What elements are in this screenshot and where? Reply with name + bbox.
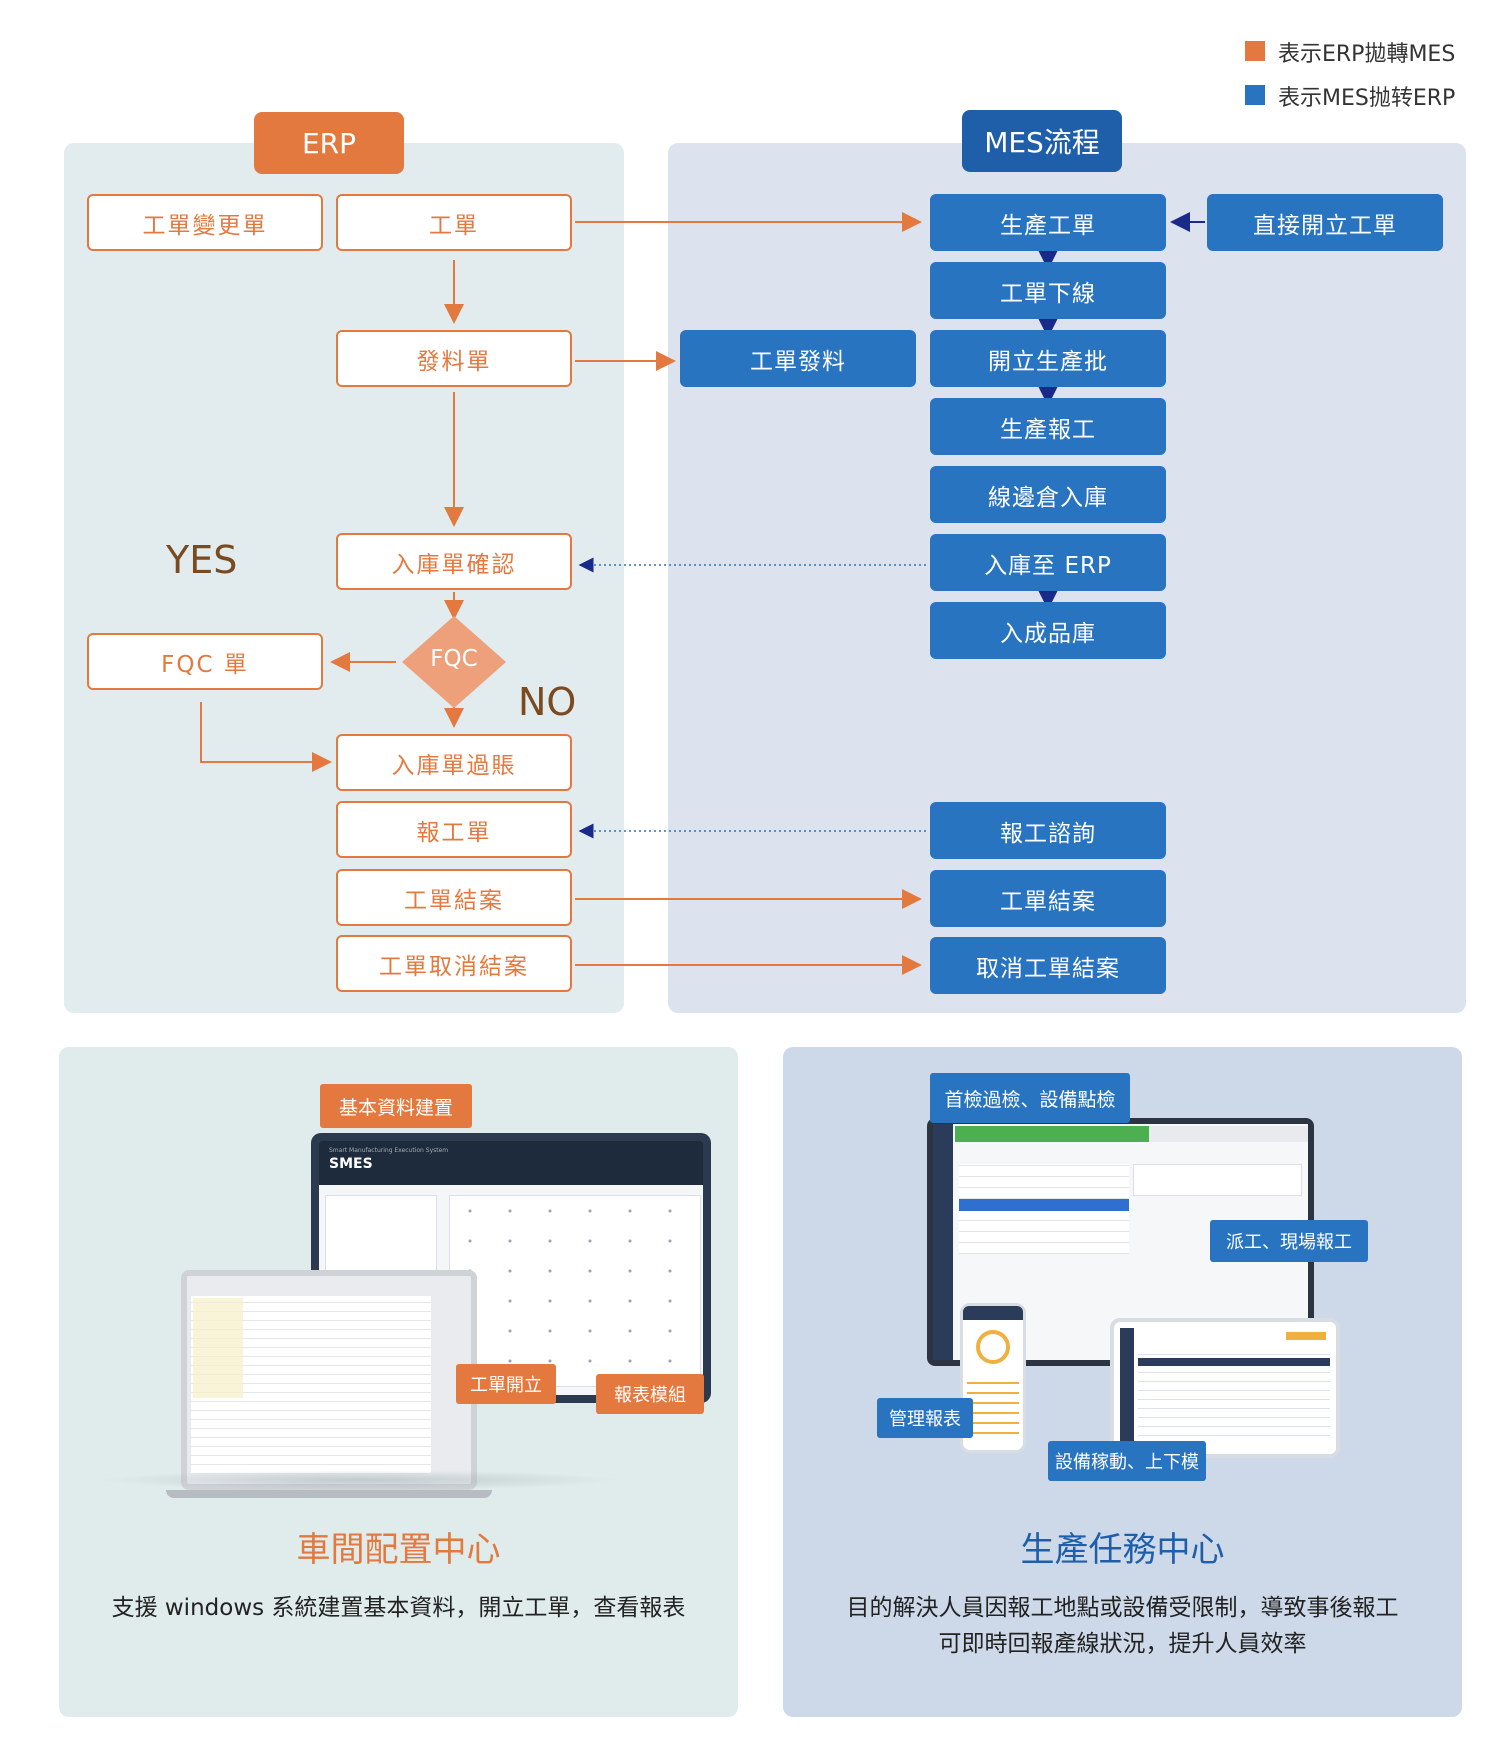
workshop-config-desc: 支援 windows 系統建置基本資料，開立工單，查看報表 — [111, 1595, 686, 1621]
mes-node-to-erp: 入庫至 ERP — [930, 534, 1166, 591]
tag-management-report: 管理報表 — [877, 1398, 973, 1438]
mes-node-finished-goods: 入成品庫 — [930, 602, 1166, 659]
mes-node-production-report: 生產報工 — [930, 398, 1166, 455]
erp-node-fqc-order: FQC 單 — [87, 633, 323, 690]
mes-node-open-batch: 開立生產批 — [930, 330, 1166, 387]
tag-first-check: 首檢過檢、設備點檢 — [930, 1073, 1130, 1123]
erp-node-change-order: 工單變更單 — [87, 194, 323, 251]
mes-node-order-material: 工單發料 — [680, 330, 916, 387]
laptop-front-illustration — [181, 1270, 477, 1490]
tag-equipment: 設備稼動、上下模 — [1048, 1441, 1206, 1481]
erp-header: ERP — [254, 112, 404, 174]
fqc-diamond-label: FQC — [430, 646, 478, 672]
erp-node-cancel-close: 工單取消結案 — [336, 935, 572, 992]
tag-basic-data: 基本資料建置 — [320, 1084, 472, 1128]
erp-node-warehousing-post: 入庫單過賬 — [336, 734, 572, 791]
mes-node-report-query: 報工諮詢 — [930, 802, 1166, 859]
erp-node-close-order: 工單結案 — [336, 869, 572, 926]
legend-swatch-mes — [1245, 85, 1265, 105]
fqc-diamond-shape — [402, 616, 506, 708]
production-task-desc-line2: 可即時回報產線狀況，提升人員效率 — [938, 1631, 1307, 1657]
production-task-title: 生產任務中心 — [1020, 1530, 1225, 1570]
tag-dispatch: 派工、現場報工 — [1210, 1220, 1368, 1262]
legend-label-erp: 表示ERP拋轉MES — [1278, 42, 1456, 67]
smes-logo: SMES — [329, 1156, 373, 1172]
yes-label: YES — [166, 538, 238, 582]
mes-header: MES流程 — [962, 110, 1122, 172]
laptop-base-illustration — [166, 1490, 492, 1498]
mes-node-line-warehouse: 線邊倉入庫 — [930, 466, 1166, 523]
laptop-shadow — [100, 1470, 620, 1490]
workshop-config-title: 車間配置中心 — [296, 1530, 501, 1570]
erp-node-warehousing-confirm: 入庫單確認 — [336, 533, 572, 590]
production-task-desc-line1: 目的解決人員因報工地點或設備受限制，導致事後報工 — [846, 1595, 1399, 1621]
mes-node-close-order: 工單結案 — [930, 870, 1166, 927]
mes-node-order-release: 工單下線 — [930, 262, 1166, 319]
tag-open-order: 工單開立 — [456, 1364, 556, 1404]
erp-node-report-order: 報工單 — [336, 801, 572, 858]
erp-node-work-order: 工單 — [336, 194, 572, 251]
legend-label-mes: 表示MES抛转ERP — [1278, 86, 1456, 111]
tablet-illustration — [1110, 1318, 1340, 1458]
tag-report-module: 報表模組 — [596, 1374, 704, 1414]
mes-node-production-order: 生產工單 — [930, 194, 1166, 251]
mes-node-direct-open: 直接開立工單 — [1207, 194, 1443, 251]
no-label: NO — [518, 680, 577, 724]
smes-subtitle: Smart Manufacturing Execution System — [329, 1147, 449, 1154]
legend-swatch-erp — [1245, 41, 1265, 61]
mes-node-cancel-close: 取消工單結案 — [930, 937, 1166, 994]
erp-node-material-issue: 發料單 — [336, 330, 572, 387]
